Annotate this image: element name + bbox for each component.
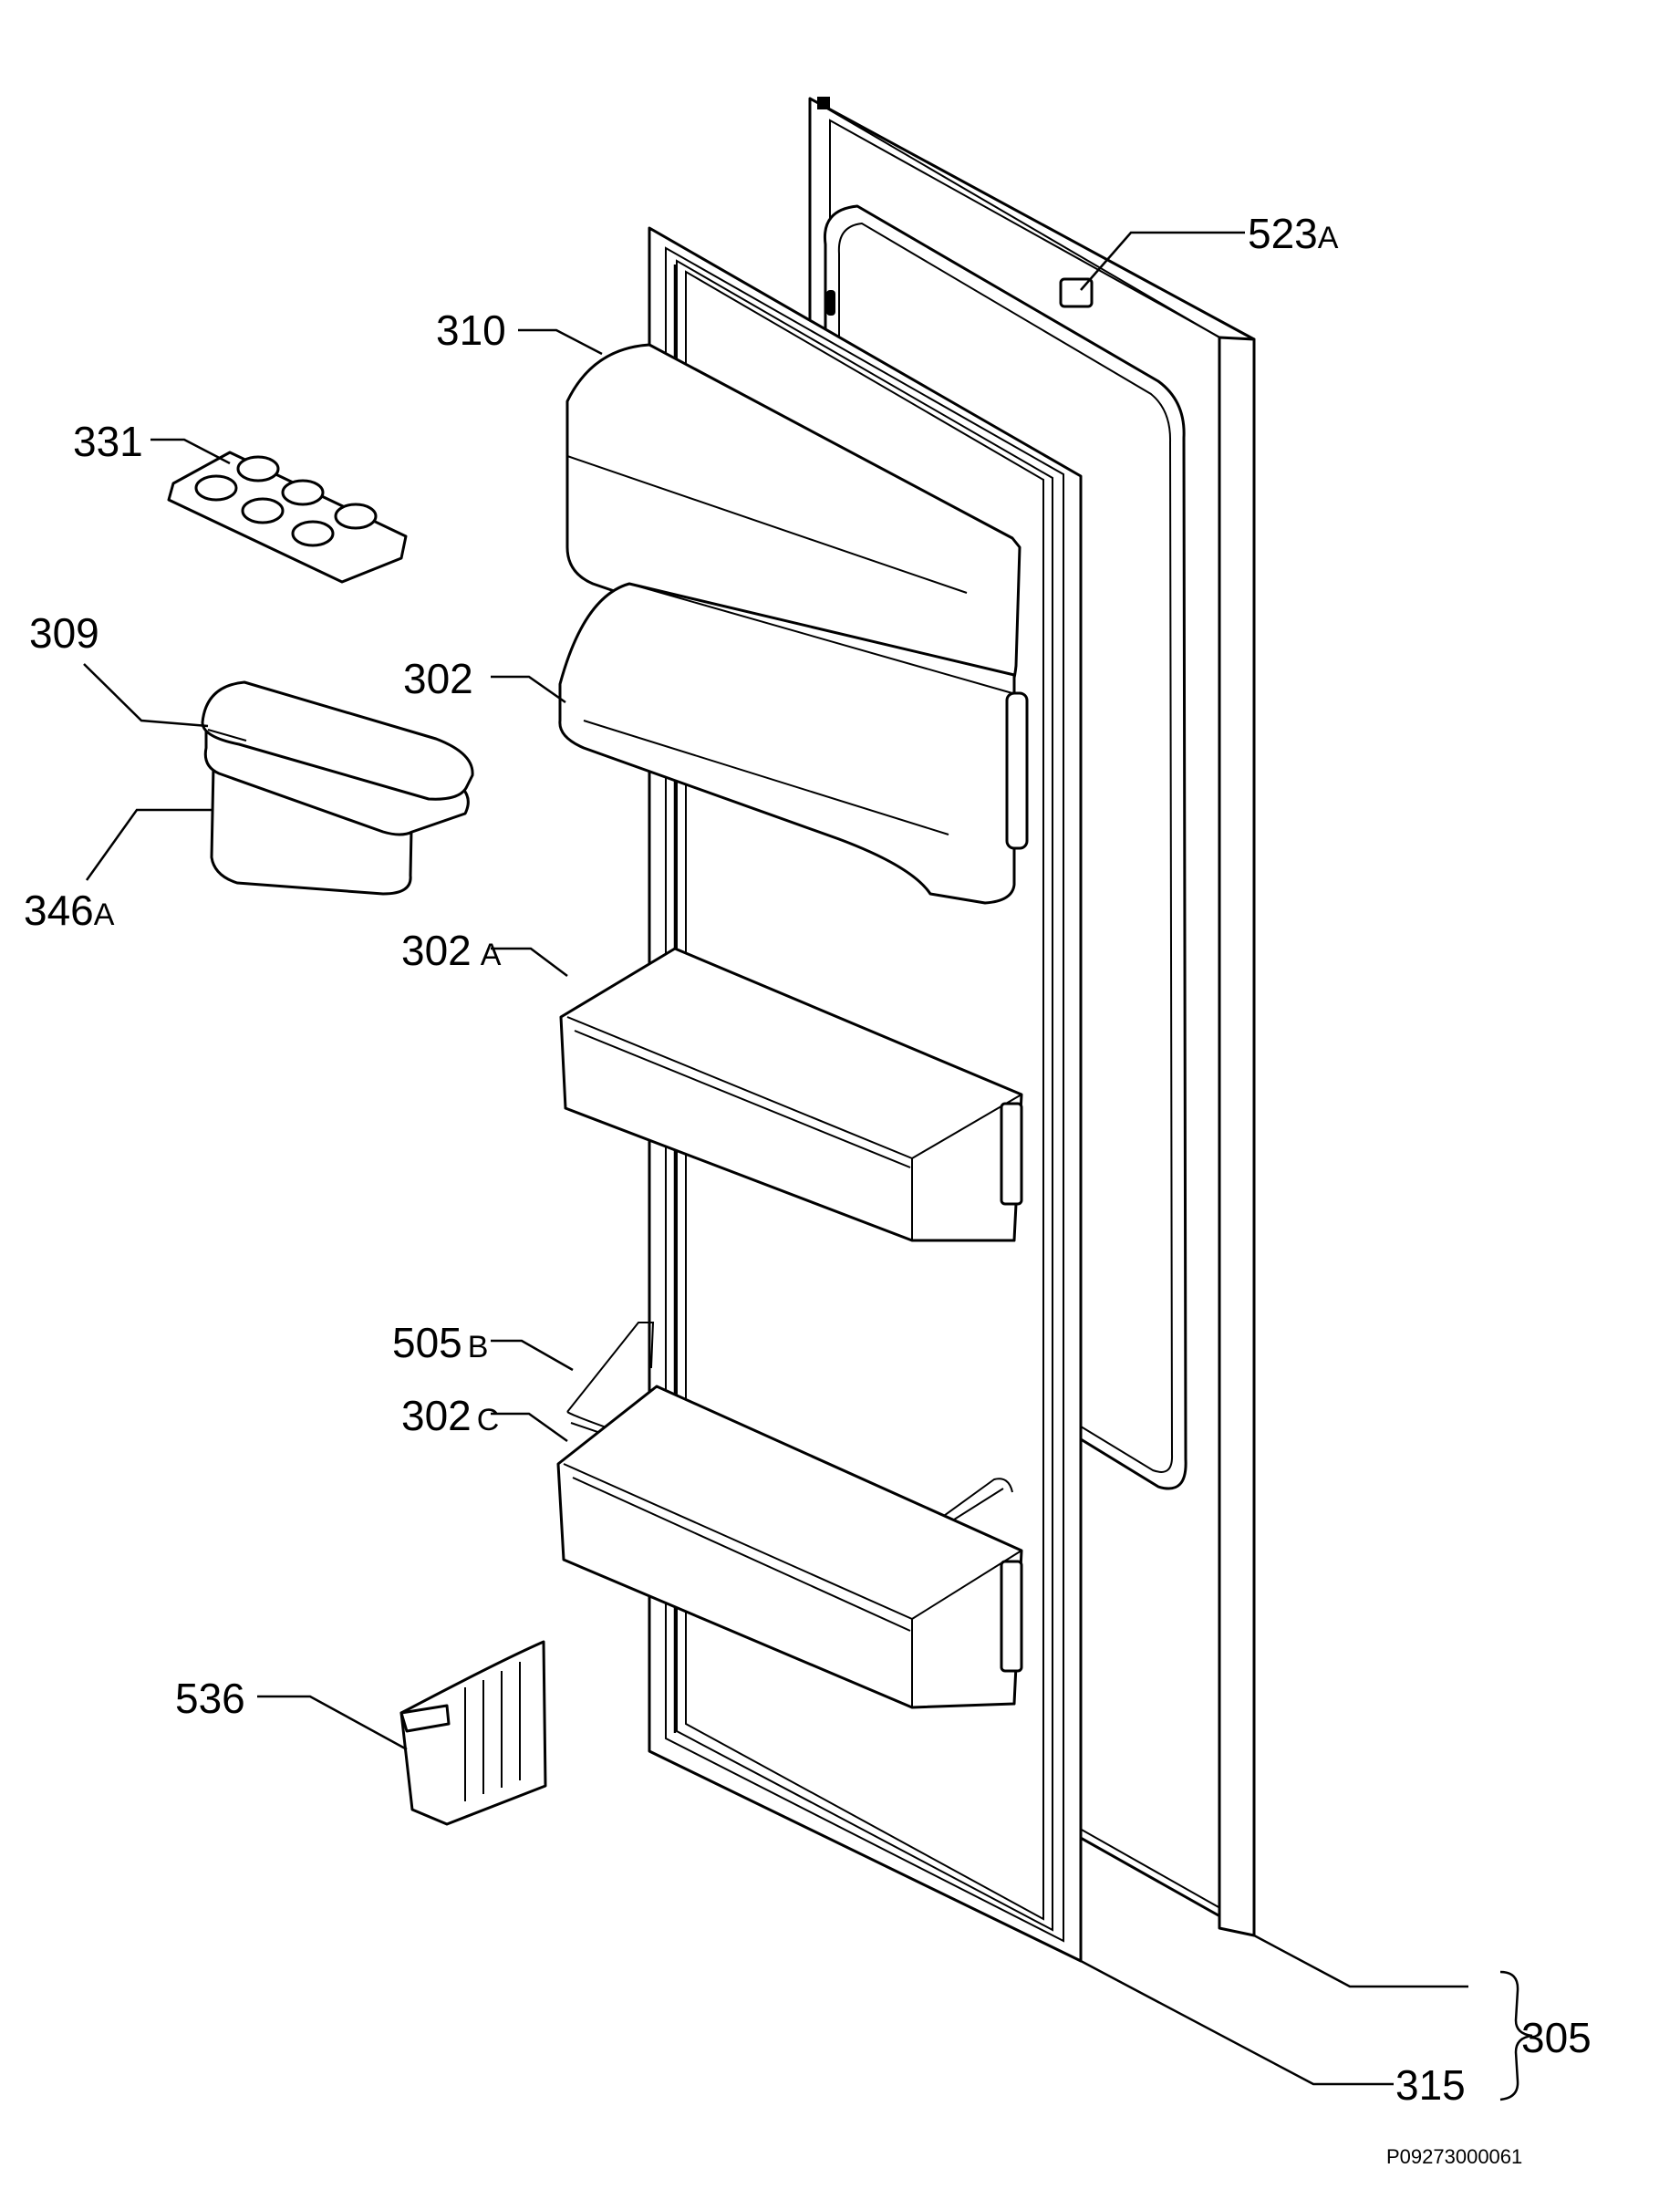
label-305: 305 (1521, 2014, 1592, 2061)
label-309: 309 (29, 609, 99, 657)
label-346a: 346A (24, 887, 115, 934)
drawing-code: P09273000061 (1386, 2145, 1522, 2168)
egg-tray (167, 451, 408, 584)
label-536: 536 (175, 1675, 245, 1722)
door-shelf-302c (556, 1385, 1023, 1709)
door-shelf-302a (559, 947, 1023, 1242)
label-315: 315 (1395, 2061, 1466, 2109)
dairy-compartment (558, 343, 1029, 905)
label-523a: 523A (1248, 210, 1339, 257)
label-310: 310 (436, 306, 506, 354)
leader-lines (83, 231, 1533, 2101)
bottle-divider-536 (399, 1640, 547, 1826)
label-331: 331 (73, 418, 143, 465)
label-302: 302 (403, 655, 473, 702)
butter-dish (201, 680, 474, 896)
